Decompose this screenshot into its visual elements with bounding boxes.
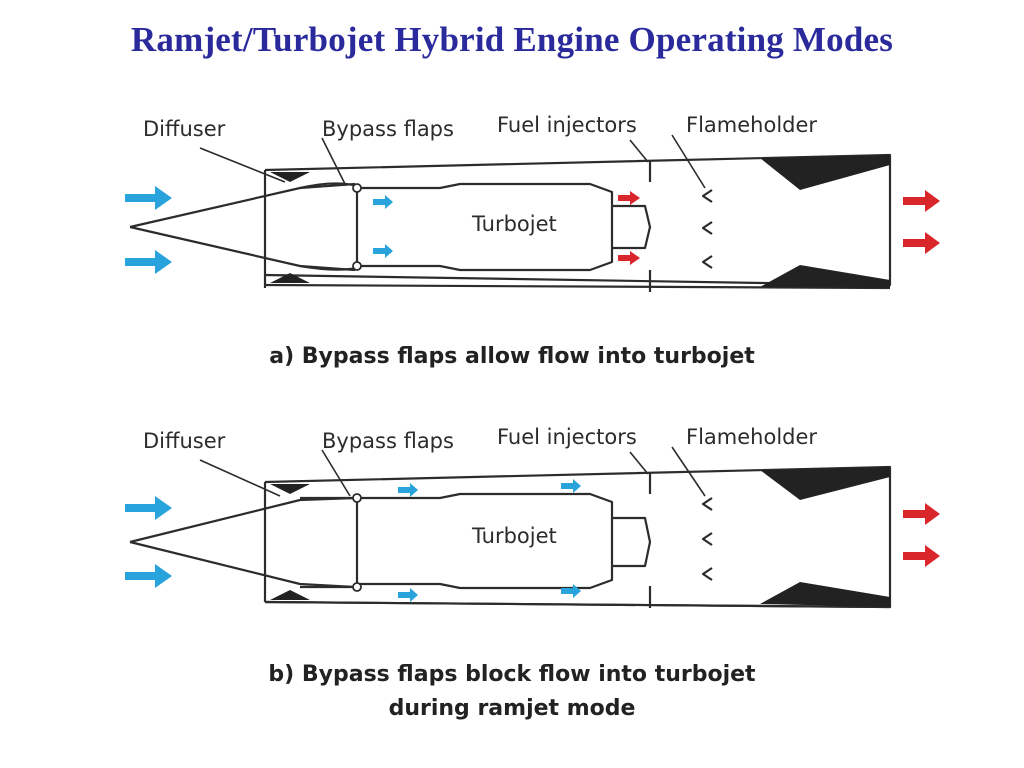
bypass-arrow-4 <box>561 584 581 598</box>
turbojet-nozzle <box>612 516 652 568</box>
leader-diffuser <box>199 459 281 497</box>
leader-injector <box>629 451 649 475</box>
inner-arrow-1 <box>373 195 393 209</box>
exhaust-arrow-2 <box>903 232 940 254</box>
diffuser-wall-top <box>270 484 310 494</box>
inlet-arrow-1 <box>125 186 172 210</box>
flameholder-2 <box>701 532 713 546</box>
nozzle-throat-top <box>760 467 890 500</box>
caption-a: a) Bypass flaps allow flow into turbojet <box>0 340 1024 374</box>
caption-b-line-2: during ramjet mode <box>388 696 636 721</box>
exhaust-arrow-2 <box>903 545 940 567</box>
flameholder-1 <box>701 497 713 511</box>
label-fuel-injectors: Fuel injectors <box>497 425 637 449</box>
nozzle-throat-bottom <box>760 582 890 607</box>
leader-flameholder <box>671 134 706 189</box>
leader-diffuser <box>199 147 286 183</box>
flameholder-3 <box>701 255 713 269</box>
label-diffuser: Diffuser <box>143 117 226 141</box>
caption-b: b) Bypass flaps block flow into turbojet… <box>0 658 1024 726</box>
leader-injector <box>629 139 649 163</box>
label-flameholder: Flameholder <box>686 113 818 137</box>
turbo-exhaust-2 <box>618 251 640 265</box>
label-turbojet: Turbojet <box>472 524 557 548</box>
inlet-arrow-2 <box>125 564 172 588</box>
label-flameholder: Flameholder <box>686 425 818 449</box>
hinge-top <box>352 493 362 503</box>
engine-diagram-b <box>125 446 940 609</box>
caption-a-line-1: a) Bypass flaps allow flow into turbojet <box>269 344 755 369</box>
turbojet-body <box>355 182 614 272</box>
diffuser-wall-top <box>270 172 310 182</box>
label-turbojet: Turbojet <box>472 212 557 236</box>
inlet-arrow-1 <box>125 496 172 520</box>
hinge-bottom <box>352 582 362 592</box>
flameholder-2 <box>701 221 713 235</box>
bypass-arrow-1 <box>398 483 418 497</box>
diagram-a: Diffuser Bypass flaps Fuel injectors Fla… <box>0 100 1024 400</box>
slide-title: Ramjet/Turbojet Hybrid Engine Operating … <box>130 20 894 59</box>
leader-bypass <box>321 449 351 497</box>
turbojet-body <box>355 492 614 590</box>
bypass-arrow-2 <box>561 479 581 493</box>
inlet-arrow-2 <box>125 250 172 274</box>
exhaust-arrow-1 <box>903 190 940 212</box>
label-diffuser: Diffuser <box>143 429 226 453</box>
nozzle-throat-bottom <box>760 265 890 288</box>
turbojet-nozzle <box>612 204 652 250</box>
casing-top <box>264 153 892 287</box>
hinge-bottom <box>352 261 362 271</box>
engine-diagram-a <box>125 134 940 292</box>
label-fuel-injectors: Fuel injectors <box>497 113 637 137</box>
label-bypass-flaps: Bypass flaps <box>322 429 454 453</box>
casing-bottom <box>264 600 891 609</box>
turbo-exhaust-1 <box>618 191 640 205</box>
hinge-top <box>352 183 362 193</box>
flameholder-3 <box>701 567 713 581</box>
label-bypass-flaps: Bypass flaps <box>322 117 454 141</box>
nozzle-throat-top <box>760 155 890 190</box>
caption-b-line-1: b) Bypass flaps block flow into turbojet <box>268 662 756 687</box>
exhaust-arrow-1 <box>903 503 940 525</box>
diffuser-wall-bottom <box>270 590 310 600</box>
flameholder-1 <box>701 189 713 203</box>
leader-flameholder <box>671 446 706 497</box>
diffuser-wall-bottom <box>270 273 310 283</box>
casing-bottom <box>264 283 891 290</box>
leader-bypass <box>321 137 346 185</box>
diagram-b: Diffuser Bypass flaps Fuel injectors Fla… <box>0 412 1024 662</box>
inner-arrow-2 <box>373 244 393 258</box>
bypass-arrow-3 <box>398 588 418 602</box>
